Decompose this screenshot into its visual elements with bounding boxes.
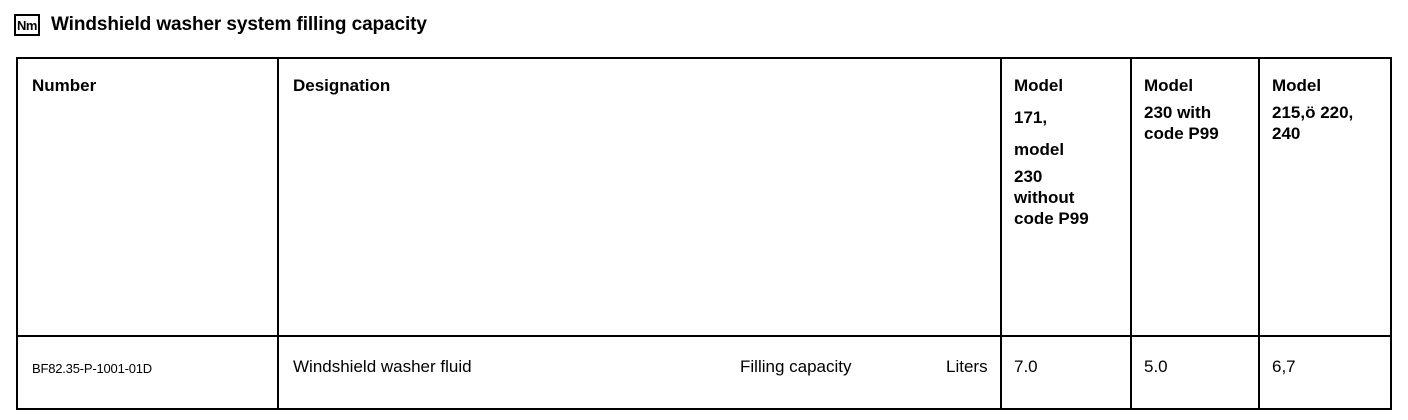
model-3-line-2: 215,ö 220,: [1272, 103, 1354, 122]
column-header-number-label: Number: [32, 76, 97, 95]
model-1-line-4: 230: [1014, 167, 1043, 186]
model-2-line-1: Model: [1144, 76, 1194, 95]
cell-unit: Liters: [946, 357, 988, 376]
column-header-model-2: Model 230 with code P99: [1144, 59, 1256, 144]
column-header-model-1: Model 171, model 230 without code P99: [1014, 59, 1126, 229]
column-divider-2: [1000, 59, 1002, 408]
model-1-line-1: Model: [1014, 76, 1064, 95]
model-2-line-3: code P99: [1144, 124, 1219, 143]
column-header-model-3: Model 215,ö 220, 240: [1272, 59, 1390, 144]
column-divider-4: [1258, 59, 1260, 408]
model-1-line-3: model: [1014, 140, 1065, 159]
page-title: Windshield washer system filling capacit…: [51, 14, 427, 35]
specification-table: Number Designation Model 171, model 230 …: [16, 57, 1392, 410]
column-header-designation: Designation: [293, 59, 993, 102]
model-1-line-6: code P99: [1014, 209, 1089, 228]
table-row: BF82.35-P-1001-01D Windshield washer flu…: [18, 337, 1390, 408]
column-divider-3: [1130, 59, 1132, 408]
model-2-line-2: 230 with: [1144, 103, 1212, 122]
model-1-line-2: 171,: [1014, 108, 1048, 127]
model-1-line-5: without: [1014, 188, 1075, 207]
cell-value-model-2: 5.0: [1144, 357, 1168, 376]
column-header-designation-label: Designation: [293, 76, 391, 95]
cell-value-model-3: 6,7: [1272, 357, 1296, 376]
cell-property: Filling capacity: [740, 357, 852, 376]
model-3-line-3: 240: [1272, 124, 1301, 143]
column-divider-1: [277, 59, 279, 408]
cell-designation: Windshield washer fluid: [293, 357, 472, 376]
model-3-line-1: Model: [1272, 76, 1322, 95]
column-header-number: Number: [32, 59, 272, 102]
torque-nm-icon: Nm: [14, 14, 40, 36]
table-header-row: Number Designation Model 171, model 230 …: [18, 59, 1390, 337]
page-heading: Nm Windshield washer system filling capa…: [14, 12, 427, 38]
cell-part-number: BF82.35-P-1001-01D: [32, 361, 152, 376]
cell-value-model-1: 7.0: [1014, 357, 1038, 376]
